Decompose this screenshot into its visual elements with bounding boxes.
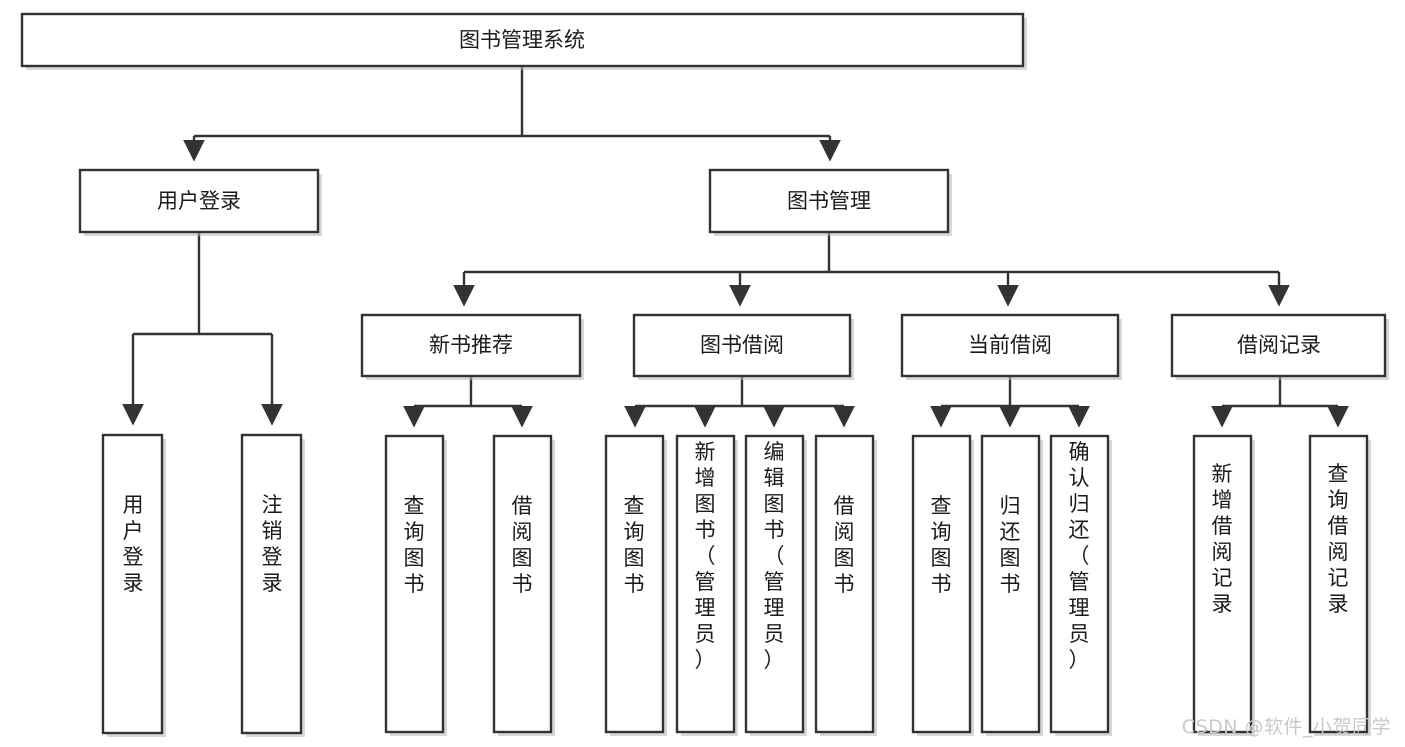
node-leaf-rec-query[interactable]: 查询图书 <box>384 434 447 736</box>
node-root-label: 图书管理系统 <box>459 28 585 52</box>
node-leaf-rec-add-label: 新增借阅记录 <box>1212 462 1233 616</box>
node-user-login-label: 用户登录 <box>157 189 241 213</box>
node-leaf-user-login[interactable]: 用户登录 <box>101 433 166 737</box>
node-current-borrow[interactable]: 当前借阅 <box>900 313 1122 380</box>
node-leaf-cur-query-label: 查询图书 <box>931 494 952 596</box>
node-leaf-rec-borrow-label: 借阅图书 <box>512 494 533 596</box>
node-borrow-record[interactable]: 借阅记录 <box>1170 313 1389 380</box>
node-book-borrow[interactable]: 图书借阅 <box>632 313 854 380</box>
node-book-manage-label: 图书管理 <box>787 189 871 213</box>
node-leaf-borrow-lend-label: 借阅图书 <box>834 494 855 596</box>
node-borrow-record-label: 借阅记录 <box>1237 333 1321 357</box>
node-leaf-cur-return[interactable]: 归还图书 <box>980 434 1043 736</box>
node-leaf-cur-return-label: 归还图书 <box>1000 494 1021 596</box>
csdn-watermark: CSDN @软件_小贺同学 <box>1181 716 1391 738</box>
node-leaf-borrow-edit-label: 编辑图书（管理员） <box>764 440 785 672</box>
node-leaf-rec-query-label: 查询图书 <box>404 494 425 596</box>
node-book-manage[interactable]: 图书管理 <box>708 168 952 236</box>
node-leaf-borrow-add[interactable]: 新增图书（管理员） <box>675 434 738 736</box>
node-leaf-rec-search[interactable]: 查询借阅记录 <box>1308 434 1371 736</box>
node-leaf-user-logout[interactable]: 注销登录 <box>240 433 305 737</box>
node-leaf-rec-search-label: 查询借阅记录 <box>1328 462 1349 616</box>
node-leaf-rec-borrow[interactable]: 借阅图书 <box>492 434 555 736</box>
node-leaf-cur-confirm-label: 确认归还（管理员） <box>1069 440 1090 672</box>
node-leaf-rec-add[interactable]: 新增借阅记录 <box>1192 434 1255 736</box>
node-leaf-borrow-lend[interactable]: 借阅图书 <box>814 434 877 736</box>
node-leaf-user-login-label: 用户登录 <box>123 493 144 595</box>
node-leaf-cur-query[interactable]: 查询图书 <box>911 434 974 736</box>
node-book-borrow-label: 图书借阅 <box>700 333 784 357</box>
node-leaf-borrow-query-label: 查询图书 <box>624 494 645 596</box>
node-new-book-rec-label: 新书推荐 <box>429 333 513 357</box>
edge-layer <box>122 66 1349 428</box>
node-leaf-borrow-edit[interactable]: 编辑图书（管理员） <box>744 434 807 736</box>
node-current-borrow-label: 当前借阅 <box>968 333 1052 357</box>
node-leaf-user-logout-label: 注销登录 <box>262 493 283 595</box>
node-new-book-rec[interactable]: 新书推荐 <box>360 313 584 380</box>
node-leaf-borrow-query[interactable]: 查询图书 <box>604 434 667 736</box>
node-user-login[interactable]: 用户登录 <box>78 168 322 236</box>
node-leaf-borrow-add-label: 新增图书（管理员） <box>695 440 716 672</box>
node-leaf-cur-confirm[interactable]: 确认归还（管理员） <box>1049 434 1112 736</box>
node-root[interactable]: 图书管理系统 <box>20 12 1027 70</box>
